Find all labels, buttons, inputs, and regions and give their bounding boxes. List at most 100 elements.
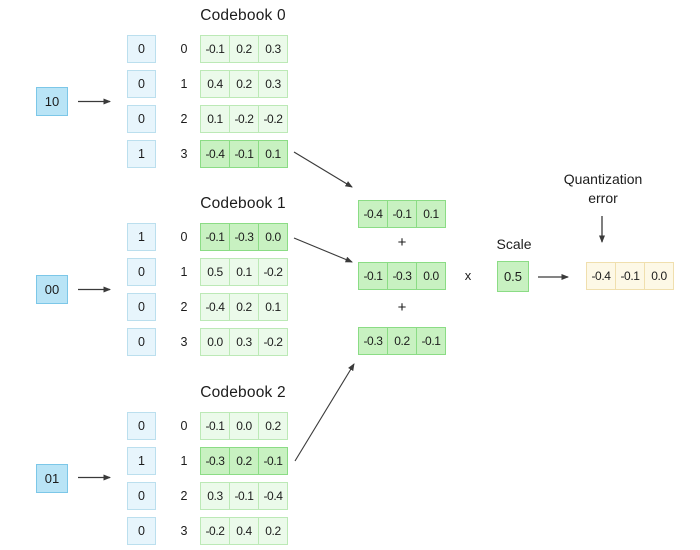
vector-cell: -0.1 (200, 412, 230, 440)
row-index: 3 (180, 524, 188, 538)
quantization-error-label-line1: Quantization (563, 171, 643, 187)
codebook-2-row-0: 0 0 -0.1 0.0 0.2 (127, 412, 298, 440)
codebook-1-row-2: 0 2 -0.4 0.2 0.1 (127, 293, 298, 321)
row-index: 0 (180, 42, 188, 56)
vector-cell: -0.3 (387, 262, 417, 290)
codebook-0-row-3: 1 3 -0.4 -0.1 0.1 (127, 140, 298, 168)
onehot-bit: 1 (127, 223, 156, 251)
onehot-bit: 0 (127, 105, 156, 133)
vector-cell: 0.4 (229, 517, 259, 545)
selected-vector-codebook2: -0.3 0.2 -0.1 (358, 327, 446, 355)
vector-cell: -0.2 (200, 517, 230, 545)
vector-cell: -0.1 (358, 262, 388, 290)
codebook-row-vector: 0.1 -0.2 -0.2 (200, 105, 288, 133)
vector-cell: 0.3 (258, 35, 288, 63)
codebook-1-row-1: 0 1 0.5 0.1 -0.2 (127, 258, 298, 286)
onehot-bit: 0 (127, 412, 156, 440)
row-index: 0 (180, 419, 188, 433)
row-index: 1 (180, 77, 188, 91)
onehot-bit: 0 (127, 70, 156, 98)
codebook-1-row-3: 0 3 0.0 0.3 -0.2 (127, 328, 298, 356)
arrow-codebook0-row-to-sum (293, 151, 353, 188)
codebook-1-row-0: 1 0 -0.1 -0.3 0.0 (127, 223, 298, 251)
vector-cell: 0.2 (258, 517, 288, 545)
plus-operator: + (397, 234, 407, 251)
row-index: 2 (180, 489, 188, 503)
codebook-0-group: Codebook 0 10 0 0 -0.1 0.2 0.3 0 1 0.4 0… (36, 7, 298, 199)
codebook-row-vector: -0.1 0.0 0.2 (200, 412, 288, 440)
quantization-error-vector: -0.4 -0.1 0.0 (586, 262, 674, 290)
vector-cell: 0.3 (200, 482, 230, 510)
vector-cell: 0.1 (416, 200, 446, 228)
row-index: 3 (180, 335, 188, 349)
codebook-2-rows: 0 0 -0.1 0.0 0.2 1 1 -0.3 0.2 -0.1 0 (127, 412, 298, 550)
vector-cell: 0.5 (200, 258, 230, 286)
vector-cell: -0.1 (615, 262, 645, 290)
codebook-row-vector: 0.3 -0.1 -0.4 (200, 482, 288, 510)
row-index: 2 (180, 112, 188, 126)
onehot-bit: 0 (127, 35, 156, 63)
vector-cell: 0.0 (258, 223, 288, 251)
codebook-row-vector-selected: -0.4 -0.1 0.1 (200, 140, 288, 168)
vector-cell: 0.2 (229, 293, 259, 321)
vector-cell: -0.1 (258, 447, 288, 475)
vector-cell: 0.1 (229, 258, 259, 286)
vector-cell: 0.0 (644, 262, 674, 290)
onehot-bit: 0 (127, 293, 156, 321)
onehot-bit: 1 (127, 140, 156, 168)
codebook-2-row-2: 0 2 0.3 -0.1 -0.4 (127, 482, 298, 510)
codebook-1-rows: 1 0 -0.1 -0.3 0.0 0 1 0.5 0.1 -0.2 0 (127, 223, 298, 363)
vector-cell: -0.3 (200, 447, 230, 475)
codebook-0-title: Codebook 0 (200, 7, 286, 24)
vector-cell: 0.2 (258, 412, 288, 440)
codebook-row-vector: 0.5 0.1 -0.2 (200, 258, 288, 286)
vector-cell: 0.0 (229, 412, 259, 440)
vector-cell: -0.4 (586, 262, 616, 290)
codebook-1-input-code: 00 (36, 275, 68, 304)
codebook-0-row-2: 0 2 0.1 -0.2 -0.2 (127, 105, 298, 133)
vector-cell: -0.1 (229, 140, 259, 168)
row-index: 0 (180, 230, 188, 244)
vector-cell: 0.1 (258, 140, 288, 168)
vector-cell: 0.3 (258, 70, 288, 98)
codebook-row-vector: 0.0 0.3 -0.2 (200, 328, 288, 356)
vector-cell: -0.4 (200, 293, 230, 321)
vector-cell: -0.2 (258, 105, 288, 133)
codebook-0-input-code: 10 (36, 87, 68, 116)
codebook-row-vector: 0.4 0.2 0.3 (200, 70, 288, 98)
vector-cell: 0.1 (200, 105, 230, 133)
quantization-error-label: Quantization error (564, 170, 643, 208)
vector-cell: -0.2 (258, 258, 288, 286)
selected-vector-codebook0: -0.4 -0.1 0.1 (358, 200, 446, 228)
codebook-2-title: Codebook 2 (200, 384, 286, 401)
onehot-bit: 0 (127, 328, 156, 356)
vector-cell: 0.2 (229, 447, 259, 475)
codebook-row-vector-selected: -0.1 -0.3 0.0 (200, 223, 288, 251)
vector-cell: -0.2 (258, 328, 288, 356)
vector-cell: 0.2 (387, 327, 417, 355)
row-index: 1 (180, 265, 188, 279)
vector-cell: -0.4 (358, 200, 388, 228)
vector-cell: -0.1 (416, 327, 446, 355)
selected-vector-codebook1: -0.1 -0.3 0.0 (358, 262, 446, 290)
vector-cell: -0.1 (229, 482, 259, 510)
codebook-row-vector: -0.1 0.2 0.3 (200, 35, 288, 63)
vector-cell: -0.1 (200, 35, 230, 63)
arrow-codebook1-row-to-sum (293, 237, 353, 263)
vector-cell: -0.4 (258, 482, 288, 510)
scale-label: Scale (496, 236, 532, 252)
onehot-bit: 1 (127, 447, 156, 475)
row-index: 2 (180, 300, 188, 314)
plus-operator: + (397, 299, 407, 316)
codebook-2-row-3: 0 3 -0.2 0.4 0.2 (127, 517, 298, 545)
vector-cell: -0.3 (358, 327, 388, 355)
codebook-1-group: Codebook 1 00 1 0 -0.1 -0.3 0.0 0 1 0.5 … (36, 195, 298, 387)
codebook-1-title: Codebook 1 (200, 195, 286, 212)
row-index: 3 (180, 147, 188, 161)
codebook-row-vector-selected: -0.3 0.2 -0.1 (200, 447, 288, 475)
vector-cell: 0.2 (229, 70, 259, 98)
vector-cell: -0.4 (200, 140, 230, 168)
vector-cell: 0.0 (416, 262, 446, 290)
codebook-2-row-1: 1 1 -0.3 0.2 -0.1 (127, 447, 298, 475)
